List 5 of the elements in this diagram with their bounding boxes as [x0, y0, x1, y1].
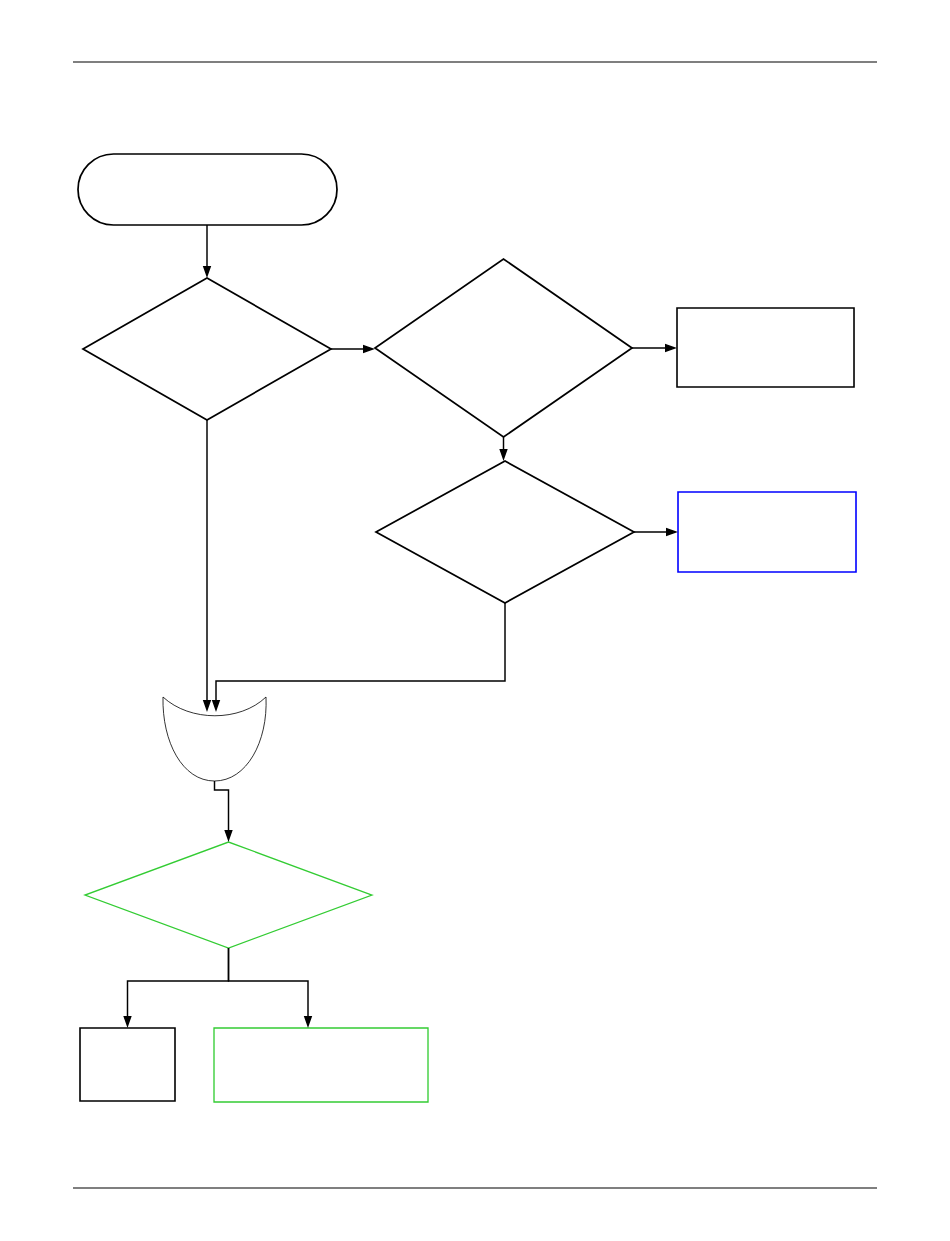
process-box: [677, 491, 857, 573]
process-box: [213, 1027, 429, 1103]
process-box: [676, 307, 855, 388]
process-box: [79, 1027, 176, 1102]
merge-symbol: [162, 696, 267, 782]
